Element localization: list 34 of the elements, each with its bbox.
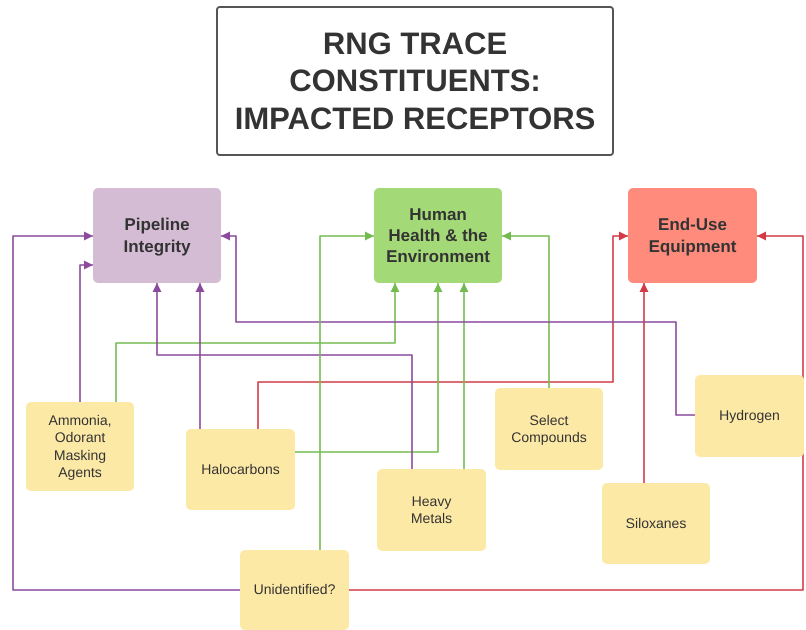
connector-arrow <box>12 232 240 591</box>
node-label: Ammonia, Odorant Masking Agents <box>47 412 113 482</box>
constituent-note <box>602 483 710 564</box>
node-label: Pipeline Integrity <box>122 214 192 257</box>
connector-arrow <box>79 260 93 402</box>
constituent-note <box>377 469 486 551</box>
connector-arrow <box>460 283 468 469</box>
constituent-note <box>186 429 295 510</box>
node-label: Hydrogen <box>719 407 780 425</box>
constituent-note <box>695 375 804 457</box>
connector-arrow <box>640 283 648 483</box>
node-label: Select Compounds <box>511 412 587 446</box>
connector-arrow <box>115 283 400 402</box>
connector-arrow <box>221 232 695 416</box>
node-label: Human Health & the Environment <box>386 204 490 268</box>
node-label: Unidentified? <box>254 581 336 599</box>
node-label: Halocarbons <box>201 460 280 478</box>
connector-arrow <box>319 232 374 550</box>
receptor-box <box>374 188 502 283</box>
constituent-note <box>240 550 349 630</box>
node-label: End-Use Equipment <box>648 214 738 257</box>
receptor-box <box>628 188 757 283</box>
node-label: Siloxanes <box>626 514 686 532</box>
node-label: Heavy Metals <box>410 492 454 528</box>
connector-arrow <box>152 283 413 469</box>
connector-arrow <box>257 232 628 429</box>
connector-arrow <box>349 232 804 591</box>
receptor-box <box>93 188 221 283</box>
constituent-note <box>26 402 134 491</box>
connector-arrow <box>295 283 442 453</box>
connector-arrow <box>196 283 204 429</box>
diagram-title: RNG TRACE CONSTITUENTS: IMPACTED RECEPTORS <box>216 6 614 156</box>
connector-arrow <box>502 232 550 388</box>
constituent-note <box>495 388 603 470</box>
